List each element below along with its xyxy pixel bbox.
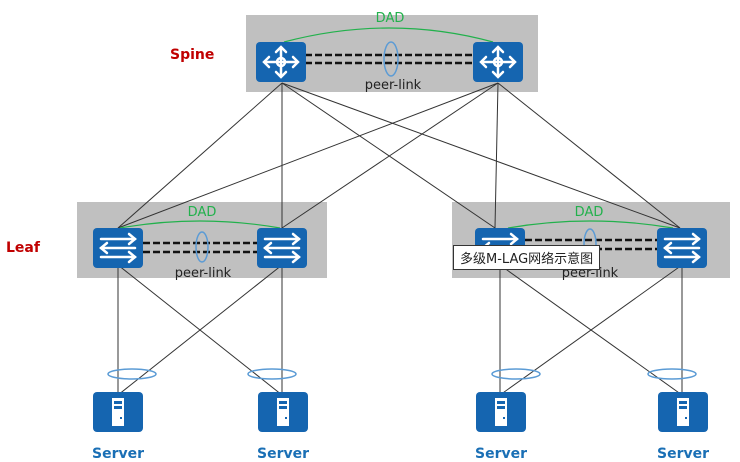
leaf-right-dad-link [507, 220, 674, 229]
spine-dad-label: DAD [376, 11, 405, 26]
tier-label-leaf: Leaf [6, 240, 40, 256]
leaf-left-peer-link-label: peer-link [175, 266, 232, 281]
server-label-4: Server [657, 446, 709, 462]
spine-peer-link [305, 53, 474, 65]
spine-peer-ring [383, 41, 399, 77]
leaf-switch-1[interactable] [91, 226, 145, 270]
leaf-left-peer-ring [195, 231, 209, 263]
server-3[interactable] [476, 392, 526, 432]
leaf-left-dad-link [119, 220, 281, 229]
server-1[interactable] [93, 392, 143, 432]
server-4[interactable] [658, 392, 708, 432]
server-lag-rings [107, 368, 697, 380]
server-2[interactable] [258, 392, 308, 432]
leaf-switch-2[interactable] [255, 226, 309, 270]
leaf-right-dad-label: DAD [575, 205, 604, 220]
server-label-3: Server [475, 446, 527, 462]
leaf-switch-4[interactable] [655, 226, 709, 270]
server-label-1: Server [92, 446, 144, 462]
leaf-left-dad-label: DAD [188, 205, 217, 220]
spine-leaf-links [117, 82, 681, 229]
leaf-left-peer-link [143, 241, 258, 254]
server-label-2: Server [257, 446, 309, 462]
spine-peer-link-label: peer-link [365, 78, 422, 93]
spine-switch-1[interactable] [254, 40, 308, 84]
leaf-server-links [117, 264, 683, 396]
spine-dad-link [283, 27, 494, 43]
spine-switch-2[interactable] [471, 40, 525, 84]
tier-label-spine: Spine [170, 47, 215, 63]
diagram-title-tooltip: 多级M-LAG网络示意图 [453, 245, 601, 270]
